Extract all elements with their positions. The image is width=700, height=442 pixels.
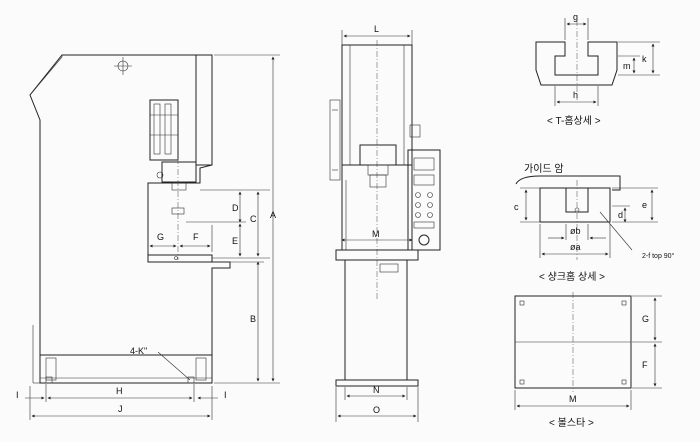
side-view: A C D E B G F 4-K" H I I	[16, 54, 280, 420]
front-view: M L N O	[329, 24, 441, 422]
dim-label-C: C	[250, 214, 257, 224]
side-base	[39, 354, 213, 384]
dim-label-I-left: I	[16, 390, 19, 400]
dim-label-front-M: M	[372, 229, 380, 239]
tslot-label-k: k	[642, 54, 647, 64]
front-valve	[329, 99, 341, 181]
dim-label-O: O	[373, 405, 380, 415]
bolster-label-M: M	[569, 394, 577, 404]
dim-label-A: A	[270, 210, 276, 220]
side-frame	[29, 54, 231, 384]
dim-label-H: H	[116, 386, 123, 396]
bolster-caption: < 볼스타 >	[549, 417, 594, 429]
front-base	[335, 379, 419, 387]
dim-label-E: E	[232, 236, 238, 246]
tslot-caption: < T-홈상세 >	[547, 114, 601, 127]
dim-label-N: N	[373, 385, 380, 395]
guide-arm	[515, 175, 621, 191]
tslot-label-g: g	[573, 12, 578, 22]
shank-label-a: øa	[570, 242, 581, 252]
bolster-label-G: G	[642, 314, 649, 324]
dim-label-I-right: I	[224, 390, 227, 400]
valve-block	[149, 99, 179, 161]
shank-guide-label: 가이드 암	[524, 163, 564, 175]
tslot-detail: g k m h < T-홈상세 >	[535, 12, 660, 127]
dim-label-L: L	[374, 24, 379, 34]
shank-label-b: øb	[570, 226, 581, 236]
shank-detail: 가이드 암 c d e øb øa 2-f top 90° < 샹크홈 상	[514, 163, 675, 283]
ram	[161, 161, 197, 183]
shank-label-f: 2-f top 90°	[642, 252, 675, 260]
shank-caption: < 샹크홈 상세 >	[539, 270, 605, 283]
dim-label-F: F	[193, 232, 199, 242]
bolster-detail: G F M < 볼스타 >	[514, 292, 662, 429]
bolster-label-F: F	[642, 360, 648, 370]
tslot-label-m: m	[623, 61, 631, 71]
shank-label-c: c	[514, 202, 519, 212]
shank-label-d: d	[618, 210, 623, 220]
shank-label-e: e	[642, 200, 647, 210]
front-column	[344, 259, 408, 381]
tslot-label-h: h	[573, 90, 578, 100]
bed	[147, 254, 213, 263]
dim-label-J: J	[118, 404, 123, 414]
control-panel	[407, 149, 441, 251]
shank-block	[539, 187, 611, 223]
dim-label-G: G	[157, 232, 164, 242]
dim-label-D: D	[232, 203, 239, 213]
dim-label-4K: 4-K"	[130, 346, 147, 356]
ram-housing	[195, 54, 213, 166]
tslot-profile	[535, 41, 618, 86]
dim-label-B: B	[250, 314, 256, 324]
